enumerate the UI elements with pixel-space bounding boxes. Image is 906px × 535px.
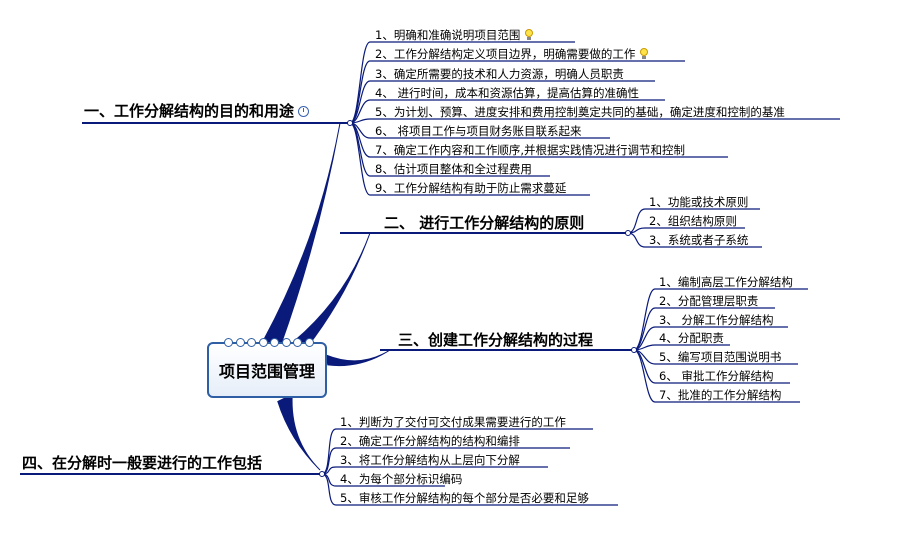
trunk-branch-3 [325,349,391,367]
branch-2-topic[interactable]: 二、 进行工作分解结构的原则 [384,214,585,232]
trunk-branch-4 [277,393,321,471]
branch-2-item-3[interactable]: 3、系统或者子系统 [649,233,749,247]
central-topic[interactable]: 项目范围管理 [207,338,327,398]
branch-3-item-6[interactable]: 6、 审批工作分解结构 [659,369,774,383]
branch-1-item-2[interactable]: 2、工作分解结构定义项目边界，明确需要做的工作 [375,46,649,62]
leaf-connector-b1-2 [349,60,685,124]
leaf-connector-b1-9 [349,122,590,196]
branch-4-item-4[interactable]: 4、为每个部分标识编码 [340,472,463,486]
branch-4-item-3[interactable]: 3、将工作分解结构从上层向下分解 [340,453,520,467]
branch-3-item-4[interactable]: 4、分配职责 [659,331,724,345]
junction-dot-1 [347,120,353,126]
branch-3-item-1[interactable]: 1、编制高层工作分解结构 [659,275,793,289]
branch-1-item-1[interactable]: 1、明确和准确说明项目范围 [375,27,534,43]
leaf-connector-b3-7 [633,349,800,403]
branch-4-item-1[interactable]: 1、判断为了交付可交付成果需要进行的工作 [340,415,566,429]
clock-icon [298,106,310,117]
junction-dot-2 [625,230,631,236]
branch-3-item-7[interactable]: 7、批准的工作分解结构 [659,388,782,402]
junction-dot-4 [319,471,325,477]
branch-1-item-7[interactable]: 7、确定工作内容和工作顺序,并根据实践情况进行调节和控制 [375,143,685,157]
branch-4-item-5[interactable]: 5、审核工作分解结构的每个部分是否必要和足够 [340,491,589,505]
lightbulb-icon [639,48,649,60]
junction-dot-3 [631,347,637,353]
branch-3-item-2[interactable]: 2、分配管理层职责 [659,294,759,308]
branch-1-item-3[interactable]: 3、确定所需要的技术和人力资源，明确人员职责 [375,67,624,81]
notebook-rings [224,338,314,348]
leaf-connector-b1-3 [349,80,655,124]
branch-3-item-3[interactable]: 3、 分解工作分解结构 [659,313,774,327]
leaf-connector-b3-2 [633,307,775,351]
branch-1-topic[interactable]: 一、工作分解结构的目的和用途 [84,101,310,121]
branch-3-item-5[interactable]: 5、编写项目范围说明书 [659,350,782,364]
branch-3-topic[interactable]: 三、创建工作分解结构的过程 [398,331,594,349]
branch-1-item-6[interactable]: 6、 将项目工作与项目财务账目联系起来 [375,124,582,138]
branch-4-topic[interactable]: 四、在分解时一般要进行的工作包括 [22,454,263,472]
lightbulb-icon [524,29,534,41]
branch-1-item-4[interactable]: 4、 进行时间，成本和资源估算，提高估算的准确性 [375,86,639,100]
branch-1-item-9[interactable]: 9、工作分解结构有助于防止需求蔓延 [375,181,567,195]
central-topic-label: 项目范围管理 [218,362,315,381]
branch-4-item-2[interactable]: 2、确定工作分解结构的结构和编排 [340,434,520,448]
branch-1-item-5[interactable]: 5、为计划、预算、进度安排和费用控制奠定共同的基础，确定进度和控制的基准 [375,105,785,119]
branch-2-item-2[interactable]: 2、组织结构原则 [649,214,737,228]
branch-1-item-8[interactable]: 8、估计项目整体和全过程费用 [375,162,532,176]
branch-2-item-1[interactable]: 1、功能或技术原则 [649,195,749,209]
branch-1-label: 一、工作分解结构的目的和用途 [84,102,295,120]
